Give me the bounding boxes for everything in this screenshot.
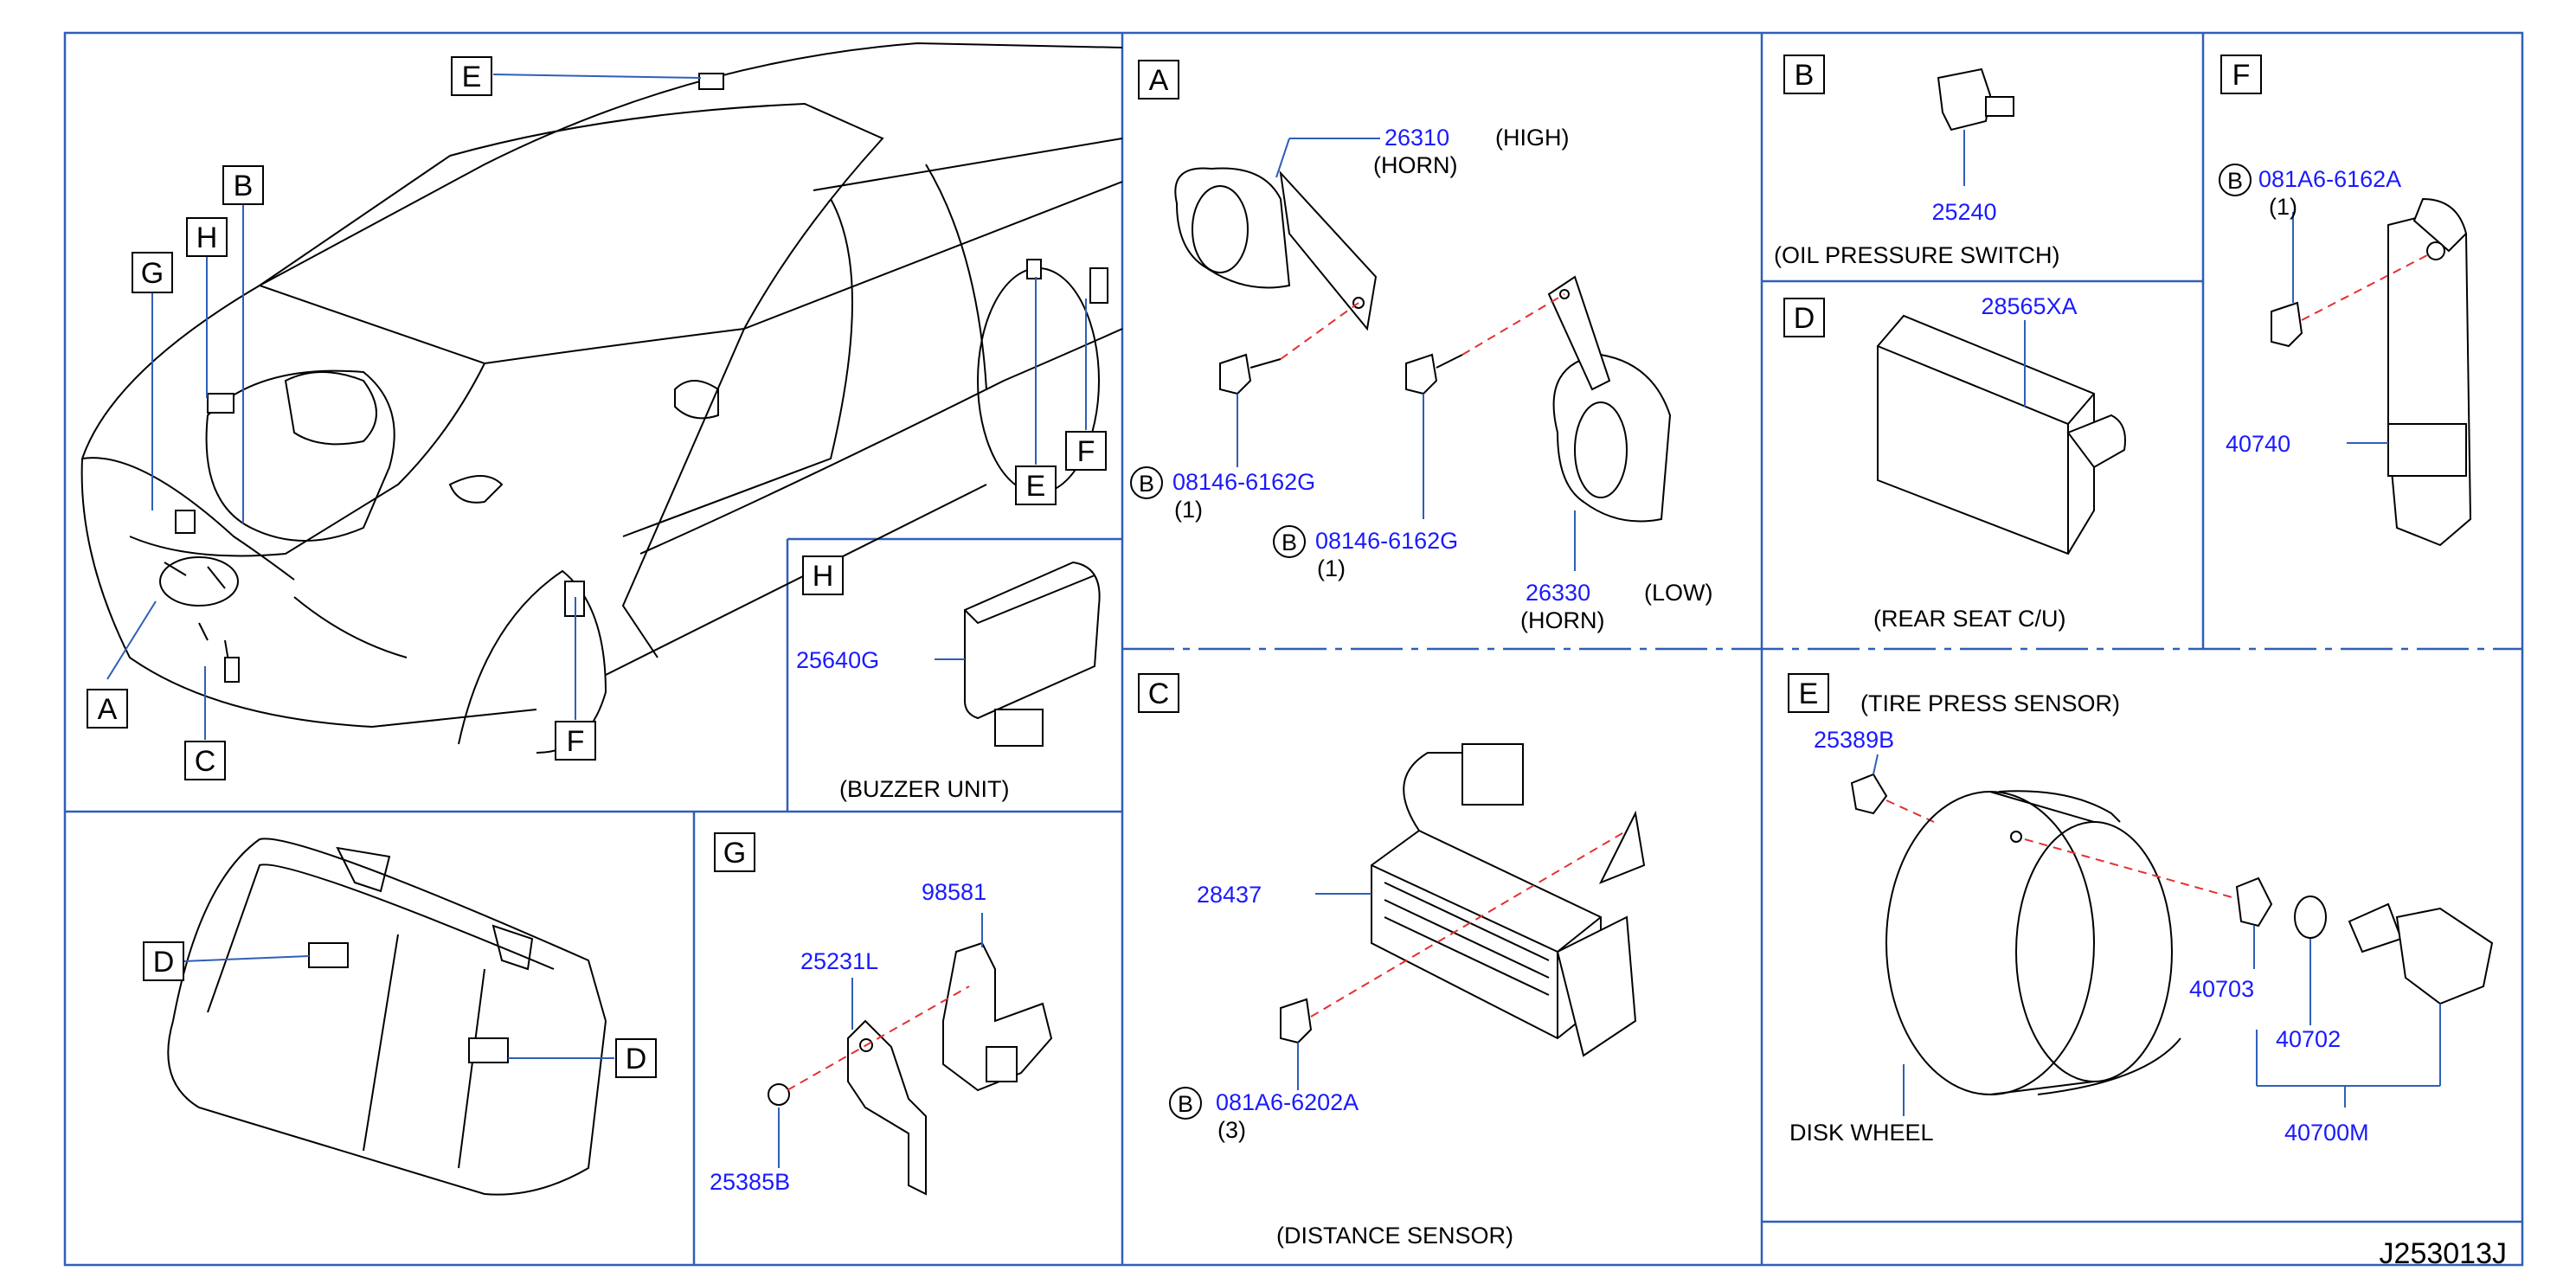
panel-e-wheel-label: DISK WHEEL <box>1789 1120 1934 1146</box>
panel-a-bolt2-mark: B <box>1282 530 1297 555</box>
panel-g-tag: G <box>723 837 746 870</box>
callout-e-rear: E <box>1015 465 1057 505</box>
callout-c-label: C <box>195 745 216 778</box>
callout-h-label: H <box>196 221 218 254</box>
callout-a: A <box>87 689 128 729</box>
callout-g: G <box>132 252 173 293</box>
seat-callout-d-left: D <box>143 941 184 981</box>
panel-d-part-number: 28565XA <box>1981 293 2077 319</box>
panel-e-caption: (TIRE PRESS SENSOR) <box>1860 690 2120 716</box>
panel-f-tag: F <box>2232 59 2251 92</box>
callout-e-top: E <box>451 56 492 96</box>
panel-a-horn-high-part: 26310 <box>1384 125 1449 151</box>
panel-b-oil-pressure-switch: B 25240 (OIL PRESSURE SWITCH) <box>1774 55 2060 268</box>
panel-a-bolt2-part: 08146-6162G <box>1315 528 1458 554</box>
panel-e-part-cap: 25389B <box>1814 727 1894 753</box>
callout-c: C <box>184 741 226 780</box>
seat-callout-d-right-label: D <box>626 1043 647 1075</box>
callout-f-rear-label: F <box>1077 435 1095 468</box>
panel-b-caption: (OIL PRESSURE SWITCH) <box>1774 242 2060 268</box>
panel-f-sensor-bracket: F B 081A6-6162A (1) 40740 <box>2219 55 2472 547</box>
panel-a-horn-high-desc: (HIGH) <box>1495 125 1569 151</box>
panel-d-rear-seat-control-unit: D 28565XA (REAR SEAT C/U) <box>1783 293 2126 632</box>
panel-a-horn-high-name: (HORN) <box>1373 152 1457 178</box>
panel-a-tag: A <box>1149 64 1169 97</box>
seat-callout-d-right: D <box>615 1038 657 1078</box>
overview-leaders <box>106 74 1087 740</box>
panel-h-part-number: 25640G <box>796 647 879 673</box>
panel-c-caption: (DISTANCE SENSOR) <box>1276 1223 1513 1249</box>
panel-a-bolt1-part: 08146-6162G <box>1172 469 1315 495</box>
panel-h-caption: (BUZZER UNIT) <box>839 776 1009 802</box>
panel-d-caption: (REAR SEAT C/U) <box>1873 606 2066 632</box>
panel-f-bolt-qty: (1) <box>2269 194 2297 220</box>
panel-a-bolt1-qty: (1) <box>1174 497 1203 523</box>
callout-g-label: G <box>141 257 164 290</box>
panel-h-buzzer-unit: H 25640G (BUZZER UNIT) <box>796 555 1101 802</box>
panel-f-bolt-mark: B <box>2227 168 2243 194</box>
panel-a-horn-low-name: (HORN) <box>1520 607 1604 633</box>
panel-c-bolt-qty: (3) <box>1217 1117 1246 1143</box>
callout-f-front-label: F <box>567 725 585 758</box>
panel-a-bolt2-qty: (1) <box>1317 555 1346 581</box>
panel-frames <box>63 31 2524 1267</box>
panel-f-bolt-part: 081A6-6162A <box>2258 166 2401 192</box>
seat-callout-d-left-label: D <box>153 946 175 979</box>
drawing-number: J253013J <box>2380 1237 2507 1270</box>
panel-h-tag: H <box>813 560 834 593</box>
callout-h: H <box>186 217 228 257</box>
panel-c-tag: C <box>1148 677 1170 710</box>
callout-e-top-label: E <box>462 61 482 93</box>
callout-b: B <box>222 165 264 205</box>
callout-e-rear-label: E <box>1026 470 1046 503</box>
panel-e-part-washer: 40702 <box>2276 1026 2341 1052</box>
callout-f-front: F <box>555 721 596 761</box>
panel-b-part-number: 25240 <box>1931 199 1996 225</box>
panel-d-tag: D <box>1794 302 1815 335</box>
callout-f-rear: F <box>1065 431 1107 471</box>
callout-b-label: B <box>234 170 254 202</box>
panel-b-tag: B <box>1795 59 1815 92</box>
panel-c-part-number: 28437 <box>1197 882 1262 908</box>
callout-a-label: A <box>98 693 118 726</box>
panel-f-part-number: 40740 <box>2226 431 2290 457</box>
panel-a-horns: A 26310 (HIGH) (HORN) B 08146-6162G (1) … <box>1130 60 1712 633</box>
panel-g-bracket-assembly: G 98581 25231L 25385B <box>710 832 1053 1196</box>
panel-e-part-nut: 40703 <box>2189 976 2254 1002</box>
panel-e-tag: E <box>1799 677 1819 710</box>
panel-a-horn-low-part: 26330 <box>1526 580 1590 606</box>
panel-e-tire-pressure-sensor: E (TIRE PRESS SENSOR) 25389B 40703 40702… <box>1788 673 2494 1146</box>
panel-g-part-plate: 25231L <box>800 948 878 974</box>
rear-seat-illustration: D D <box>143 838 657 1196</box>
panel-g-part-nut: 25385B <box>710 1169 790 1195</box>
panel-c-bolt-mark: B <box>1178 1091 1193 1117</box>
panel-e-part-assembly: 40700M <box>2284 1120 2369 1146</box>
panel-c-bolt-part: 081A6-6202A <box>1216 1089 1359 1115</box>
panel-a-horn-low-desc: (LOW) <box>1644 580 1712 606</box>
panel-g-part-bracket: 98581 <box>922 879 986 905</box>
panel-c-distance-sensor: C 28437 B 081A6-6202A (3) (DISTANCE SENS… <box>1138 673 1646 1249</box>
panel-a-bolt1-mark: B <box>1139 471 1154 497</box>
overview-callouts: E B H G A C F E F <box>87 56 1107 780</box>
